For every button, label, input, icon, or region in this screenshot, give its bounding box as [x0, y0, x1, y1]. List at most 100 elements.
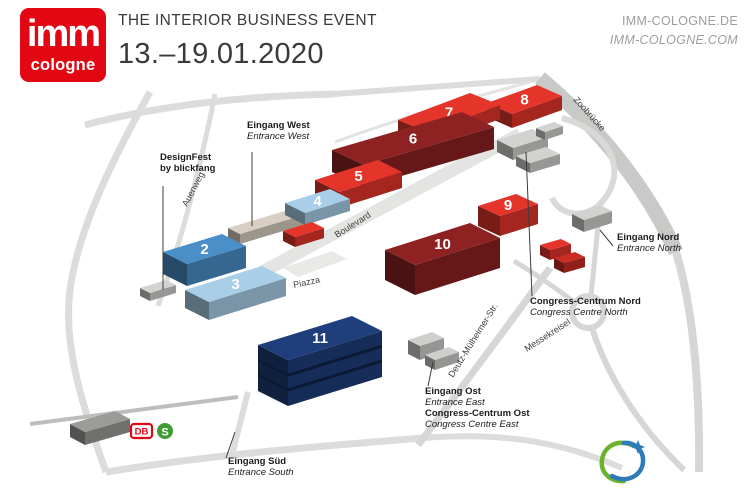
red-block-north-a-face — [550, 244, 571, 260]
hall-8-face — [512, 96, 562, 128]
red-block-north-a — [540, 239, 571, 260]
url-imm-cologne-com: IMM-COLOGNE.COM — [609, 33, 738, 48]
entrance-north-building — [572, 205, 612, 232]
congress-north-building-b-top — [516, 147, 560, 163]
station-building — [70, 411, 130, 445]
street-label-auenweg: Auenweg — [180, 170, 206, 208]
road-roundabout-south — [589, 327, 687, 473]
hall-4-face — [305, 199, 350, 225]
imm-cologne-logo: imm cologne — [20, 8, 106, 82]
buildings-layer — [70, 122, 612, 445]
street-label-messekreisel: Messekreisel — [523, 317, 572, 354]
logo-cologne-text: cologne — [30, 56, 96, 74]
congress-north-building-b-face — [530, 154, 560, 173]
entrance-north-building-face — [584, 211, 612, 232]
red-block-north-b-face — [564, 257, 585, 273]
hall-11-face — [288, 331, 382, 406]
piazza-area — [283, 251, 347, 277]
hall-4-face — [285, 203, 305, 225]
west-annex-building-face — [150, 285, 176, 301]
street-label-piazza: Piazza — [292, 275, 321, 290]
hall-11-face — [288, 359, 382, 392]
db-logo-frame — [129, 422, 154, 440]
hall-6-number: 6 — [409, 131, 417, 148]
red-block-west-face — [295, 228, 324, 247]
entrance-east-building-b-top — [425, 347, 459, 360]
hall-6-top — [332, 112, 494, 165]
hall-3-top — [185, 266, 286, 302]
partner-logo — [599, 440, 646, 484]
partner-logo-blue-swirl — [609, 440, 646, 482]
congress-north-building-c-face — [545, 126, 563, 140]
west-annex-building — [140, 280, 176, 301]
hall-5-number: 5 — [354, 168, 362, 185]
entrance-east-building-a-top — [408, 332, 444, 346]
road-top-east — [334, 76, 541, 97]
partner-logo-star — [631, 440, 645, 454]
red-block-west-top — [283, 222, 324, 237]
hall-2-face — [187, 246, 246, 286]
road-east-perimeter — [672, 250, 704, 473]
road-deutz-muelheimer-str — [415, 265, 553, 448]
url-imm-cologne-de: IMM-COLOGNE.DE — [621, 14, 738, 28]
road-north-ramp — [549, 115, 618, 217]
hall-11-face — [258, 373, 288, 392]
congress-north-building-a-face — [497, 140, 513, 160]
hall-4-top — [285, 189, 350, 213]
website-urls: IMM-COLOGNE.DE IMM-COLOGNE.COM — [610, 12, 738, 51]
logo-imm-text: imm — [26, 13, 101, 55]
title-block: THE INTERIOR BUSINESS EVENT 13.–19.01.20… — [118, 12, 377, 71]
db-station-logo: DB — [129, 422, 154, 440]
entrance-east-building-a-face — [420, 338, 444, 360]
hall-4-number: 4 — [313, 193, 322, 210]
railway-line — [29, 395, 239, 426]
boulevard-strip — [258, 128, 524, 278]
hall-11-top — [258, 316, 382, 360]
hall-8-top — [487, 85, 562, 114]
hall-11-face — [288, 344, 382, 377]
congress-north-building-a — [497, 129, 548, 160]
red-block-north-b-top — [554, 252, 585, 263]
congress-north-building-a-top — [497, 129, 548, 148]
road-west-perimeter — [65, 90, 154, 474]
hall-10-top — [385, 223, 500, 265]
sbahn-logo: S — [157, 423, 173, 439]
station-building-face — [85, 419, 130, 445]
hall-9-top — [478, 194, 538, 216]
entrance-east-building-a — [408, 332, 444, 360]
event-dates: 13.–19.01.2020 — [118, 38, 324, 70]
sbahn-logo-text: S — [161, 427, 168, 439]
congress-north-building-c-top — [536, 122, 563, 132]
entrance-east-building-b-face — [435, 352, 459, 370]
hall-3-face — [209, 278, 286, 320]
entrance-east-leader — [427, 361, 434, 387]
event-title: THE INTERIOR BUSINESS EVENT — [118, 12, 377, 29]
road-south-east — [421, 433, 624, 471]
entrance-west-building-face — [240, 213, 310, 244]
hall-10: 10 — [385, 223, 500, 295]
hall-7-top — [398, 93, 500, 132]
congress-centre-north-leader — [525, 151, 533, 297]
red-block-west — [283, 222, 324, 247]
hall-9-number: 9 — [504, 197, 512, 214]
db-logo-text: DB — [135, 427, 149, 438]
hall-2: 2 — [163, 234, 246, 286]
hall-11-number: 11 — [312, 330, 328, 347]
entrance-south-leader — [225, 431, 236, 459]
roads-layer — [29, 72, 704, 476]
station-building-face — [70, 424, 85, 445]
entrance-north-building-top — [572, 205, 612, 220]
hall-10-number: 10 — [434, 236, 451, 253]
hall-2-number: 2 — [200, 241, 208, 258]
hall-3: 3 — [185, 266, 286, 320]
red-block-north-b — [554, 252, 585, 273]
hall-11-face — [258, 358, 288, 377]
leader-lines-layer — [162, 151, 614, 459]
hall-10-face — [415, 238, 500, 295]
